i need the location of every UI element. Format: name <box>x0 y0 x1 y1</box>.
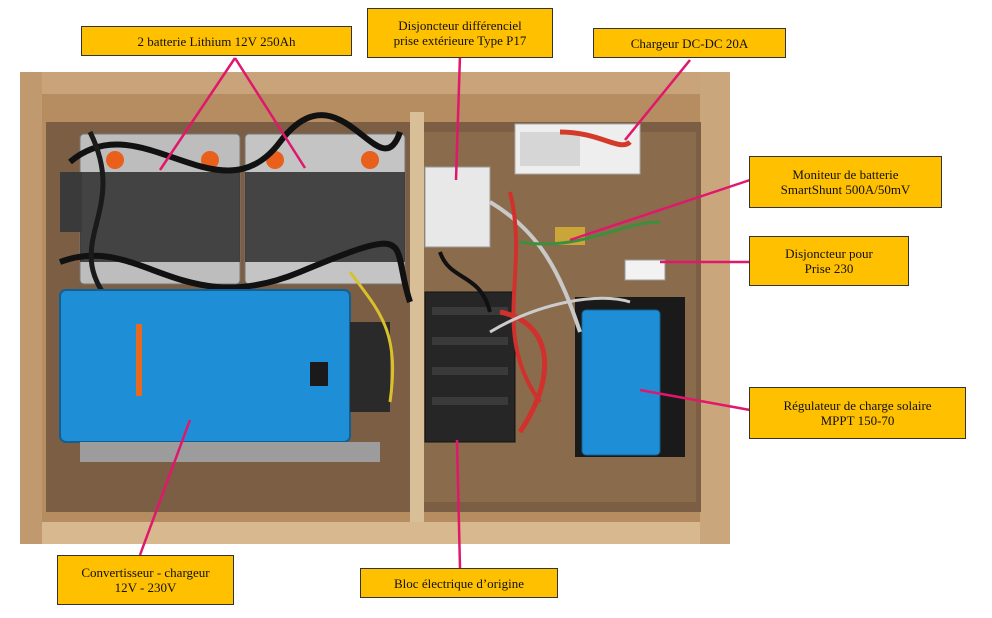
label-mppt-line2: MPPT 150-70 <box>820 413 895 428</box>
label-rcd: Disjoncteur différenciel prise extérieur… <box>367 8 553 58</box>
label-inverter-line2: 12V - 230V <box>114 580 177 595</box>
label-rcd-line1: Disjoncteur différenciel <box>398 18 522 33</box>
label-batteries: 2 batterie Lithium 12V 250Ah <box>81 26 352 56</box>
label-breaker-line1: Disjoncteur pour <box>785 246 873 261</box>
label-breaker: Disjoncteur pour Prise 230 <box>749 236 909 286</box>
label-origin-text: Bloc électrique d’origine <box>394 575 524 591</box>
label-monitor-line1: Moniteur de batterie <box>792 167 899 182</box>
label-monitor-line2: SmartShunt 500A/50mV <box>780 182 911 197</box>
label-dcdc-text: Chargeur DC-DC 20A <box>630 35 749 51</box>
label-mppt: Régulateur de charge solaire MPPT 150-70 <box>749 387 966 439</box>
label-dcdc-charger: Chargeur DC-DC 20A <box>593 28 786 58</box>
label-rcd-line2: prise extérieure Type P17 <box>393 33 527 48</box>
label-inverter: Convertisseur - chargeur 12V - 230V <box>57 555 234 605</box>
label-breaker-line2: Prise 230 <box>804 261 854 276</box>
label-origin-block: Bloc électrique d’origine <box>360 568 558 598</box>
label-battery-monitor: Moniteur de batterie SmartShunt 500A/50m… <box>749 156 942 208</box>
installation-photo <box>20 72 730 544</box>
electrical-box-illustration <box>20 72 730 544</box>
label-mppt-line1: Régulateur de charge solaire <box>783 398 932 413</box>
label-inverter-line1: Convertisseur - chargeur <box>81 565 210 580</box>
label-batteries-text: 2 batterie Lithium 12V 250Ah <box>137 33 296 49</box>
